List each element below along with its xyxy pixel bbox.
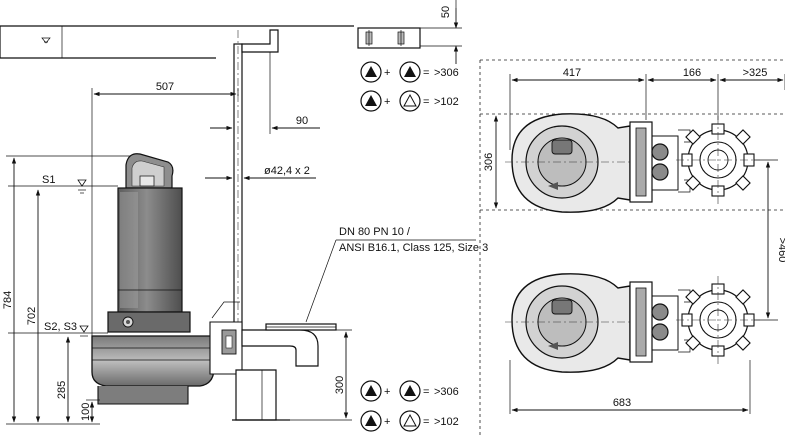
clearance-value: >102 bbox=[434, 416, 459, 428]
dimension-285: 285 bbox=[56, 336, 71, 423]
clearance-top-row1: + = >306 bbox=[360, 61, 459, 83]
plus-sign: + bbox=[384, 386, 390, 398]
dim-325: >325 bbox=[743, 67, 768, 79]
plan-pump-bottom bbox=[505, 273, 760, 373]
dimension-90: 90 bbox=[210, 52, 320, 134]
flange-callout: DN 80 PN 10 / ANSI B16.1, Class 125, Siz… bbox=[305, 226, 488, 323]
dim-50: 50 bbox=[440, 6, 452, 18]
equals-sign: = bbox=[423, 96, 429, 108]
dim-784: 784 bbox=[2, 291, 14, 309]
outline-triangle-icon bbox=[403, 413, 417, 427]
label-s2s3: S2, S3 bbox=[44, 321, 77, 333]
water-level-s2s3: S2, S3 bbox=[8, 321, 108, 337]
dimension-306: 306 bbox=[483, 115, 499, 209]
clearance-bottom-row2: + = >102 bbox=[360, 410, 459, 432]
dim-90: 90 bbox=[296, 115, 308, 127]
outline-triangle-icon bbox=[403, 93, 417, 107]
dim-460: >460 bbox=[776, 238, 785, 263]
handle-top-view bbox=[551, 299, 573, 315]
clearance-bottom-row1: + = >306 bbox=[360, 380, 459, 402]
dimension-100: 100 bbox=[80, 399, 100, 423]
dim-285: 285 bbox=[56, 381, 68, 399]
dimension-325: >325 bbox=[719, 67, 785, 90]
dimension-417: 417 bbox=[509, 67, 647, 150]
plus-sign: + bbox=[384, 96, 390, 108]
small-level-marker-icon bbox=[41, 37, 51, 44]
water-level-s1: S1 bbox=[8, 174, 118, 194]
plan-pump-top bbox=[505, 113, 760, 213]
upper-bracket bbox=[241, 29, 279, 53]
guide-pipe bbox=[233, 29, 279, 340]
flange-line1: DN 80 PN 10 / bbox=[339, 226, 411, 238]
dimension-784: 784 bbox=[2, 155, 130, 425]
dim-166: 166 bbox=[683, 67, 701, 79]
plan-view-frame bbox=[479, 59, 785, 436]
dimension-507: 507 bbox=[91, 81, 239, 336]
clearance-value: >306 bbox=[434, 386, 459, 398]
dim-pipe-dia: ø42,4 x 2 bbox=[264, 165, 310, 177]
filled-triangle-icon bbox=[365, 66, 377, 77]
filled-triangle-icon bbox=[365, 415, 377, 426]
water-level-icon bbox=[77, 179, 87, 187]
filled-triangle-icon bbox=[404, 385, 416, 396]
dimension-pipe-diameter: ø42,4 x 2 bbox=[205, 165, 316, 181]
dim-417: 417 bbox=[563, 67, 581, 79]
plus-sign: + bbox=[384, 67, 390, 79]
clearance-top-row2: + = >102 bbox=[360, 90, 459, 112]
duckfoot-bend bbox=[211, 301, 337, 421]
dim-100: 100 bbox=[80, 403, 92, 421]
dim-306: 306 bbox=[483, 153, 495, 171]
label-s1: S1 bbox=[42, 174, 55, 186]
clearance-value: >102 bbox=[434, 96, 459, 108]
dimension-300: 300 bbox=[280, 329, 352, 421]
water-level-icon bbox=[79, 325, 89, 333]
filled-triangle-icon bbox=[365, 385, 377, 396]
flange-line2: ANSI B16.1, Class 125, Size 3 bbox=[339, 242, 488, 254]
dim-300: 300 bbox=[334, 376, 346, 394]
filled-triangle-icon bbox=[365, 95, 377, 106]
dimension-683: 683 bbox=[509, 360, 751, 414]
dimension-702: 702 bbox=[26, 189, 41, 423]
plus-sign: + bbox=[384, 416, 390, 428]
top-frame bbox=[0, 25, 354, 59]
equals-sign: = bbox=[423, 67, 429, 79]
filled-triangle-icon bbox=[404, 66, 416, 77]
dim-702: 702 bbox=[26, 307, 38, 325]
bracket-detail: 50 bbox=[357, 0, 462, 64]
equals-sign: = bbox=[423, 386, 429, 398]
dimension-166: 166 bbox=[647, 67, 719, 120]
equals-sign: = bbox=[423, 416, 429, 428]
pump-volute bbox=[91, 335, 215, 387]
dim-507: 507 bbox=[156, 81, 174, 93]
clearance-value: >306 bbox=[434, 67, 459, 79]
dim-683: 683 bbox=[613, 397, 631, 409]
submersible-pump bbox=[91, 153, 243, 405]
handle-top-view bbox=[551, 139, 573, 155]
